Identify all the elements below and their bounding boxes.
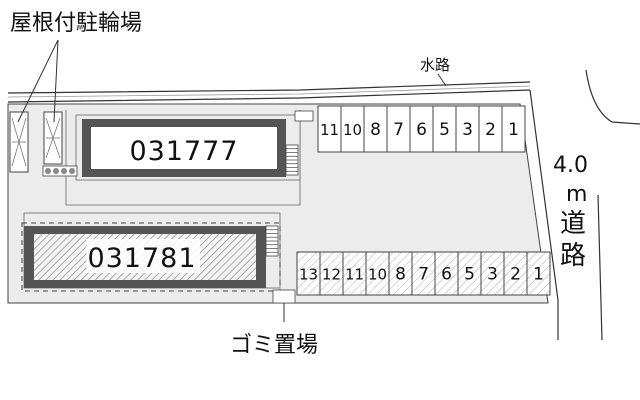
lower-parking-space-11 <box>526 251 551 296</box>
upper-parking-space-number: 7 <box>393 120 404 140</box>
lower-parking-space-number: 8 <box>395 265 406 285</box>
road-width-label: 4.0 <box>553 153 588 178</box>
lower-parking-space-number: 11 <box>345 266 364 284</box>
building-031781-label-bg <box>86 239 200 273</box>
upper-parking-space-number: 5 <box>439 120 450 140</box>
lower-parking-space-number: 7 <box>418 265 429 285</box>
road-edge-right-upper <box>585 69 640 125</box>
upper-parking-space-number: 1 <box>508 120 519 140</box>
road-name-2: 路 <box>560 241 586 271</box>
building-031777-label: 031777 <box>129 136 238 167</box>
road-unit-label: m <box>566 182 587 207</box>
lower-parking-space-number: 5 <box>464 265 475 285</box>
waterway-label: 水路 <box>420 56 450 74</box>
road-edge-right-lower <box>597 194 603 341</box>
lower-parking-space-number: 12 <box>322 266 341 284</box>
waterway-inner <box>7 85 531 98</box>
upper-parking-space-number: 8 <box>370 120 381 140</box>
lower-parking-space-number: 1 <box>533 265 544 285</box>
upper-parking-space-number: 6 <box>416 120 427 140</box>
upper-parking-space-number: 2 <box>485 120 496 140</box>
bicycle-pointer-1 <box>17 39 59 123</box>
upper-parking-space-number: 3 <box>462 120 473 140</box>
bicycle-racks <box>42 165 78 177</box>
lower-stairs <box>265 225 279 257</box>
upper-stairs <box>285 144 299 176</box>
lower-parking-space-number: 13 <box>299 266 318 284</box>
bicycle-parking-label: 屋根付駐輪場 <box>10 11 142 36</box>
building-031777-body <box>91 127 277 169</box>
building-031781-label: 031781 <box>87 243 196 274</box>
upper-parking-space-number: 10 <box>343 121 362 139</box>
lower-parking-space-number: 3 <box>487 265 498 285</box>
upper-parking-space-9 <box>501 105 526 153</box>
road-edge-left <box>529 89 559 340</box>
garbage-label: ゴミ置場 <box>230 333 318 358</box>
lower-building-dashed-outline <box>21 222 281 292</box>
bicycle-pointer-2 <box>53 39 59 123</box>
waterway-edge-top <box>7 81 531 94</box>
lower-parking-space-number: 6 <box>441 265 452 285</box>
upper-parking-space-number: 11 <box>320 121 339 139</box>
road-name-1: 道 <box>560 209 586 239</box>
waterway-pointer <box>437 73 447 87</box>
lower-parking-space-number: 2 <box>510 265 521 285</box>
waterway-edge-bottom <box>7 89 531 103</box>
lower-parking-space-number: 10 <box>368 266 387 284</box>
garbage-area <box>272 289 296 304</box>
utility-box <box>294 110 314 122</box>
